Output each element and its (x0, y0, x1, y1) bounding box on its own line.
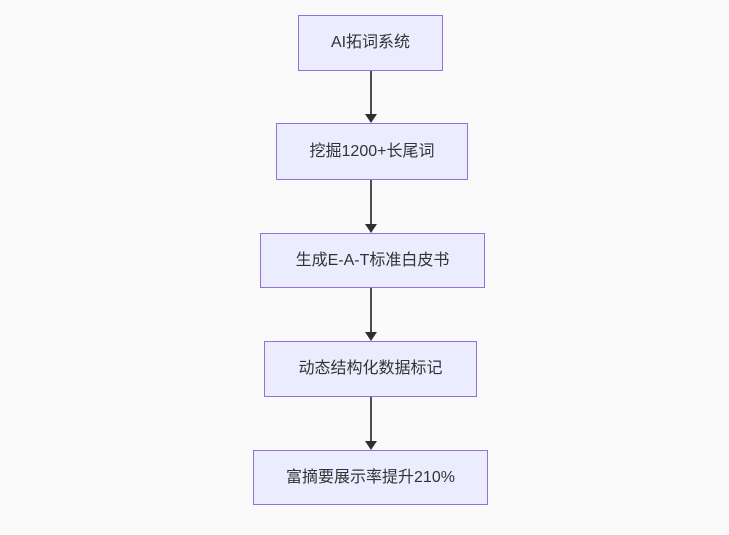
flow-node-label: 生成E-A-T标准白皮书 (295, 251, 450, 269)
flow-node-eat-whitepaper: 生成E-A-T标准白皮书 (260, 233, 485, 288)
flow-node-ai-expand-system: AI拓词系统 (298, 15, 443, 71)
arrow-line (370, 397, 372, 443)
flow-node-rich-snippet-rate: 富摘要展示率提升210% (253, 450, 488, 505)
arrow-head-icon (365, 224, 377, 233)
flow-arrow (363, 397, 379, 450)
arrow-head-icon (365, 114, 377, 123)
arrow-line (370, 180, 372, 226)
arrow-head-icon (365, 332, 377, 341)
flow-node-label: AI拓词系统 (330, 34, 411, 52)
flow-node-structured-data-markup: 动态结构化数据标记 (264, 341, 477, 397)
flow-node-label: 挖掘1200+长尾词 (309, 142, 435, 160)
arrow-line (370, 71, 372, 116)
flow-node-label: 富摘要展示率提升210% (286, 468, 455, 486)
arrow-line (370, 288, 372, 334)
flow-arrow (363, 288, 379, 341)
flow-arrow (363, 71, 379, 123)
flow-arrow (363, 180, 379, 233)
flow-node-label: 动态结构化数据标记 (298, 360, 443, 378)
arrow-head-icon (365, 441, 377, 450)
flow-node-longtail-mining: 挖掘1200+长尾词 (276, 123, 468, 180)
